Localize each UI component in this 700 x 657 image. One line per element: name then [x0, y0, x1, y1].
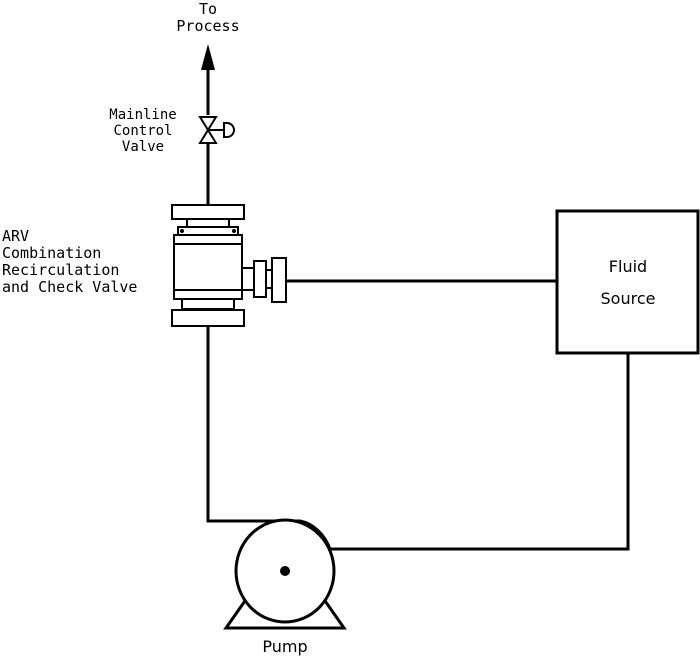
valve-triangle-top — [198, 116, 218, 132]
arv-top-ring — [177, 226, 239, 236]
arv-label: ARV Combination Recirculation and Check … — [2, 227, 137, 296]
arv-line-2: Combination — [2, 244, 101, 262]
arv-line-1: ARV — [2, 227, 29, 245]
fluid-source-tank: Fluid Source — [555, 209, 700, 355]
arv-lower-neck — [181, 298, 235, 310]
to-process-line-1: To — [199, 0, 217, 18]
arv-bottom-flange — [171, 309, 245, 327]
mainline-valve-line-2: Control — [113, 123, 172, 139]
pump: Pump — [223, 518, 347, 656]
mainline-valve-line-3: Valve — [122, 139, 164, 155]
arv-top-flange — [171, 204, 245, 220]
flow-arrow-up — [201, 44, 215, 115]
arv-line-4: and Check Valve — [2, 278, 137, 296]
arv-bolt — [180, 229, 184, 233]
pump-discharge-line — [206, 326, 290, 523]
mainline-valve-line-1: Mainline — [109, 107, 176, 123]
mainline-valve-label: Mainline Control Valve — [109, 107, 176, 155]
pump-shaft — [280, 566, 290, 576]
pump-suction-line — [330, 353, 630, 551]
fluid-source-box — [555, 209, 700, 355]
arrow-head — [201, 44, 215, 70]
arv-bolt — [232, 229, 236, 233]
pump-base — [223, 597, 347, 630]
arv-side-inner-flange — [253, 260, 267, 298]
valve-triangle-bottom — [198, 128, 218, 144]
to-process-label: To Process — [176, 0, 239, 35]
fluid-source-line-1: Fluid — [609, 257, 647, 276]
actuator-dome — [223, 122, 235, 138]
arv-side-outer-flange — [271, 257, 287, 303]
mainline-control-valve — [198, 116, 235, 144]
fluid-source-line-2: Source — [601, 289, 656, 308]
to-process-line-2: Process — [176, 17, 239, 35]
arv-valve — [171, 204, 287, 327]
arv-side-neck — [241, 267, 255, 291]
pump-label: Pump — [262, 637, 307, 656]
arv-line-3: Recirculation — [2, 261, 119, 279]
